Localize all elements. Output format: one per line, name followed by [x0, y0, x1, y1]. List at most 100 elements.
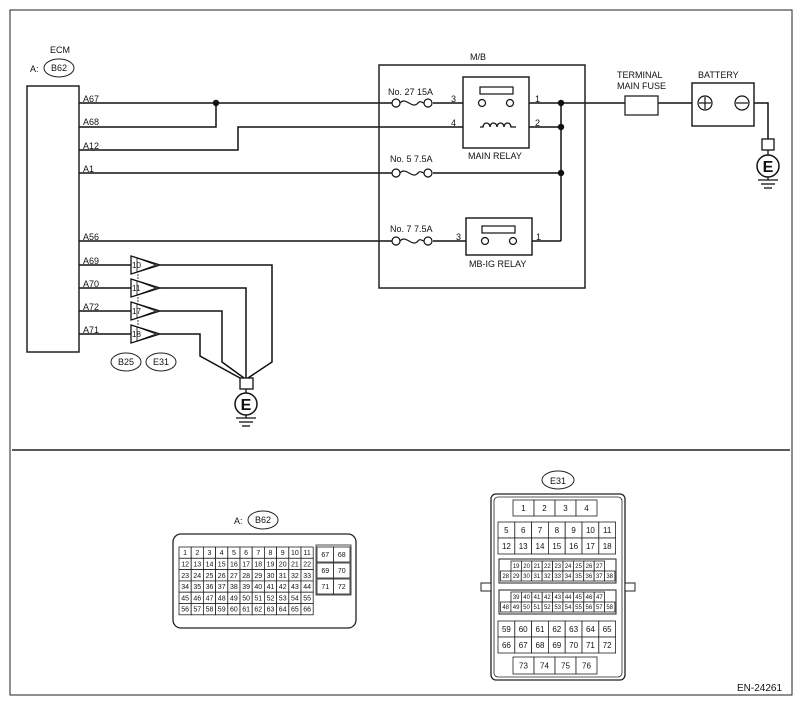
pin-cell — [604, 570, 616, 582]
tmf-label-line1: TERMINAL — [617, 70, 663, 80]
terminal-main-fuse: TERMINAL MAIN FUSE — [617, 70, 666, 116]
pin-number: 60 — [230, 607, 238, 614]
pin-number: 22 — [544, 564, 551, 570]
mbig-relay-pin-1: 1 — [536, 232, 541, 242]
pin-number: 72 — [603, 641, 612, 650]
pin-number: 38 — [230, 584, 238, 591]
pin-number: 38 — [606, 574, 613, 580]
pin-number: 30 — [523, 574, 530, 580]
pin-number: 45 — [181, 595, 189, 602]
pin-number: 62 — [552, 625, 561, 634]
pin-number: 13 — [193, 561, 201, 568]
pin-number: 30 — [267, 573, 275, 580]
ecm-unit: ECM A: B62 A67 A68 A12 A1 A56 A69 A70 A7… — [26, 45, 99, 353]
pin-number: 40 — [254, 584, 262, 591]
pin-number: 24 — [193, 573, 201, 580]
pin-number: 64 — [279, 607, 287, 614]
pin-number: 3 — [563, 504, 568, 513]
pin-number: 66 — [502, 641, 511, 650]
pin-number: 65 — [603, 625, 612, 634]
pin-number: 59 — [502, 625, 511, 634]
pin-number: 55 — [303, 595, 311, 602]
pin-number: 46 — [586, 595, 593, 601]
pin-number: 8 — [269, 550, 273, 557]
pin-cell — [598, 636, 616, 654]
pin-number: 55 — [575, 605, 582, 611]
pin-number: 33 — [303, 573, 311, 580]
fuse-no7-label: No. 7 7.5A — [390, 224, 433, 234]
pin-number: 34 — [565, 574, 572, 580]
fuse-no7: No. 7 7.5A — [390, 224, 433, 246]
joint-pin-11: 11 — [132, 284, 141, 293]
pin-number: 31 — [534, 574, 541, 580]
pin-number: 44 — [565, 595, 572, 601]
ecm-title: ECM — [50, 45, 70, 55]
pin-number: 13 — [519, 542, 528, 551]
pin-number: 36 — [586, 574, 593, 580]
pin-number: 1 — [183, 550, 187, 557]
pin-number: 57 — [596, 605, 603, 611]
pin-number: 27 — [596, 564, 603, 570]
pin-number: 41 — [267, 584, 275, 591]
pin-number: 51 — [534, 605, 541, 611]
pin-number: 21 — [291, 561, 299, 568]
pin-number: 1 — [521, 504, 526, 513]
pin-number: 70 — [338, 568, 346, 575]
pin-cell — [333, 562, 351, 579]
joint-pin-18: 18 — [132, 330, 141, 339]
wire-pin18-ground — [160, 333, 241, 379]
ground-terminal — [239, 377, 254, 390]
pin-number: 17 — [242, 561, 250, 568]
pin-number: 12 — [181, 561, 189, 568]
pin-number: 14 — [206, 561, 214, 568]
junctions — [212, 99, 565, 177]
pin-number: 42 — [544, 595, 551, 601]
mb-outline — [378, 64, 586, 289]
relay-contact — [508, 236, 518, 246]
relay-contact-bar — [481, 225, 516, 234]
pin-number: 19 — [267, 561, 275, 568]
connector-label-e31: E31 — [153, 357, 169, 367]
pin-number: 32 — [544, 574, 551, 580]
ecm-pin-a12: A12 — [83, 141, 99, 151]
pin-cell — [333, 546, 351, 563]
pin-number: 43 — [554, 595, 561, 601]
relay-coil-icon — [480, 122, 516, 128]
main-relay-pin-2: 2 — [535, 118, 540, 128]
ecm-pin-a67: A67 — [83, 94, 99, 104]
connector-badge-e31 — [145, 352, 177, 372]
pin-number: 50 — [242, 595, 250, 602]
ecm-pin-a68: A68 — [83, 117, 99, 127]
pin-number: 57 — [193, 607, 201, 614]
fuse-terminal — [423, 168, 433, 178]
pin-number: 68 — [536, 641, 545, 650]
pin-number: 53 — [554, 605, 561, 611]
pin-number: 54 — [291, 595, 299, 602]
main-relay-pin-3: 3 — [451, 94, 456, 104]
junction-dot — [557, 99, 565, 107]
pin-number: 21 — [534, 564, 541, 570]
pin-number: 63 — [569, 625, 578, 634]
pin-number: 7 — [256, 550, 260, 557]
pin-number: 68 — [338, 552, 346, 559]
pin-number: 5 — [232, 550, 236, 557]
e31-housing-inner — [493, 496, 623, 678]
fuse-terminal — [391, 98, 401, 108]
relay-contact-bar — [479, 86, 514, 95]
pin-number: 61 — [536, 625, 545, 634]
connector-badge-b25 — [110, 352, 142, 372]
pin-number: 24 — [565, 564, 572, 570]
fuse-no5-label: No. 5 7.5A — [390, 154, 433, 164]
pin-number: 63 — [267, 607, 275, 614]
pin-number: 6 — [521, 526, 526, 535]
joint-pin-17: 17 — [132, 307, 141, 316]
pin-number: 70 — [569, 641, 578, 650]
pin-number: 49 — [230, 595, 238, 602]
diagram-frame — [9, 9, 793, 696]
pin-number: 44 — [303, 584, 311, 591]
pin-number: 15 — [218, 561, 226, 568]
wire-a12 — [79, 126, 480, 151]
pin-number: 71 — [321, 584, 329, 591]
